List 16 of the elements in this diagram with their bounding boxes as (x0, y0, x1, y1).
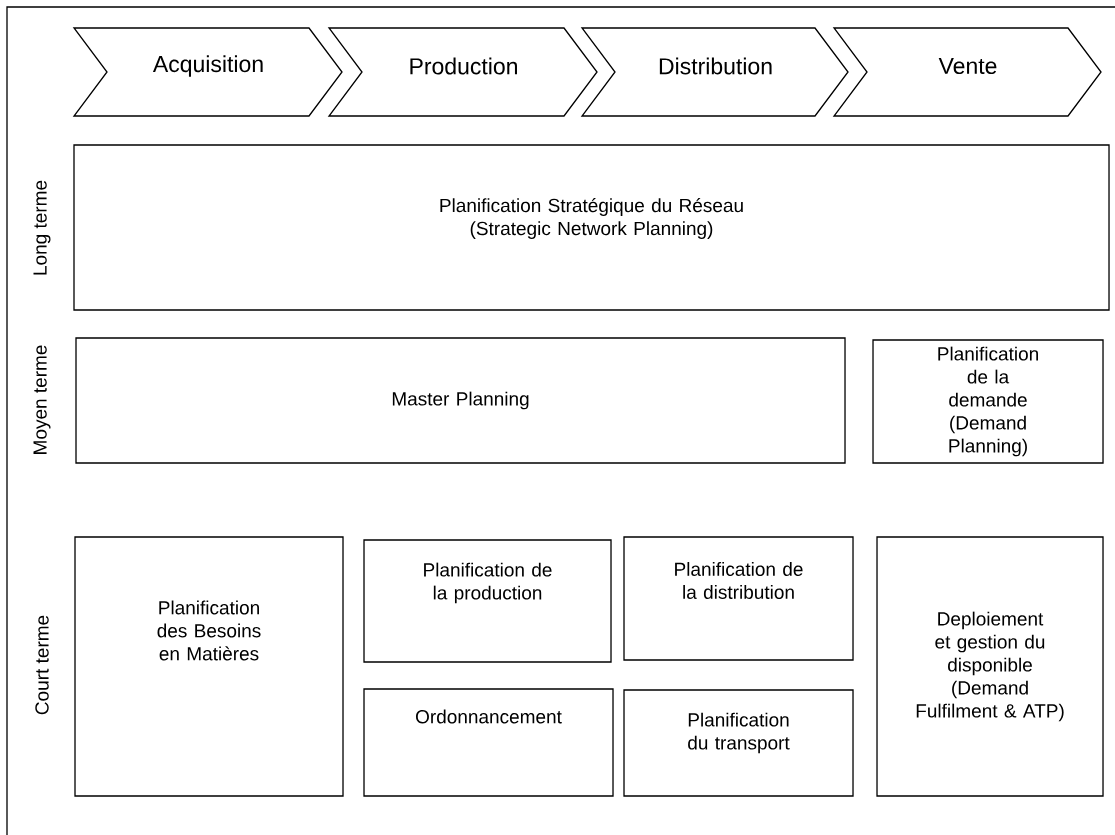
process-box: Planification de la production (363, 539, 612, 663)
process-box: Planification des Besoins en Matières (74, 536, 344, 797)
phase-header: Vente (832, 27, 1102, 117)
process-box: Planification de la distribution (623, 536, 854, 661)
phase-header: Distribution (580, 27, 849, 117)
process-box: Ordonnancement (363, 688, 614, 797)
phase-header: Production (327, 27, 598, 117)
process-box: Deploiement et gestion du disponible (Demand Fulfilment & ATP) (876, 536, 1104, 797)
row-label: Court terme (35, 615, 49, 715)
process-box: Planification Stratégique du Réseau (Strategic Network Planning) (73, 144, 1110, 311)
row-label: Moyen terme (33, 345, 51, 454)
process-box: Master Planning (75, 337, 846, 464)
phase-header: Acquisition (72, 27, 343, 117)
row-label: Long terme (33, 180, 51, 275)
process-box: Planification de la demande (Demand Planning) (872, 339, 1104, 464)
process-box: Planification du transport (623, 689, 854, 797)
